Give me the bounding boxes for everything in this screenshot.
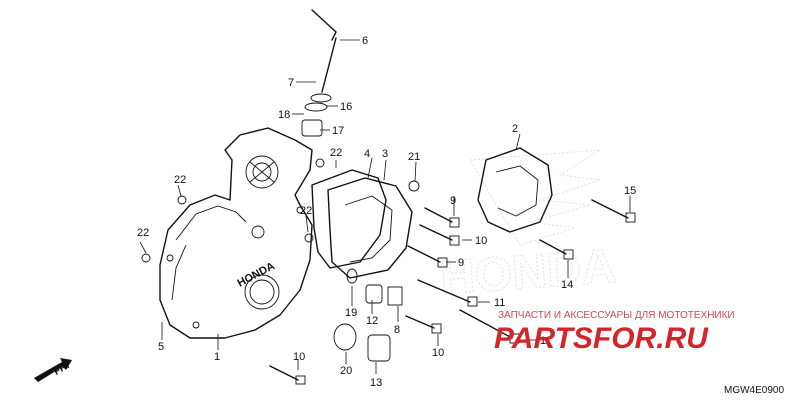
callout-5: 5: [158, 341, 164, 353]
callout-21: 21: [408, 151, 420, 163]
callout-2: 2: [512, 123, 518, 135]
callout-22a: 22: [174, 174, 186, 186]
callout-10a: 10: [475, 235, 487, 247]
callout-leaders: [139, 39, 631, 374]
cover-gasket: [311, 169, 387, 269]
callout-9a: 9: [450, 195, 456, 207]
callout-17: 17: [332, 125, 344, 137]
callout-13: 13: [370, 377, 382, 389]
watermark-tagline: ЗАПЧАСТИ И АКСЕССУАРЫ ДЛЯ МОТОТЕХНИКИ: [498, 310, 735, 321]
callout-11a: 11: [494, 297, 505, 309]
callout-11b: 11: [540, 335, 551, 347]
callout-10b: 10: [432, 347, 444, 359]
svg-text:HONDA: HONDA: [439, 240, 618, 305]
callout-4: 4: [364, 148, 370, 160]
callout-14: 14: [561, 279, 573, 291]
callout-22b: 22: [137, 227, 149, 239]
callout-19: 19: [345, 307, 357, 319]
callout-3: 3: [382, 148, 388, 160]
callout-12: 12: [366, 315, 378, 327]
callout-1: 1: [214, 351, 220, 363]
inner-cover: [327, 177, 413, 279]
callout-20: 20: [340, 365, 352, 377]
shift-shaft: [301, 9, 337, 137]
bolts: [141, 158, 636, 385]
callout-18: 18: [278, 109, 290, 121]
watermark-brand: PARTSFOR.RU: [494, 322, 709, 355]
callout-15: 15: [624, 185, 636, 197]
cover-logo: HONDA: [236, 260, 277, 290]
callout-6: 6: [362, 35, 368, 47]
callout-22c: 22: [330, 147, 342, 159]
callout-7: 7: [288, 77, 294, 89]
watermark: ЗАПЧАСТИ И АКСЕССУАРЫ ДЛЯ МОТОТЕХНИКИ PA…: [494, 310, 735, 355]
oil-filler-cap: [333, 268, 403, 362]
callout-8: 8: [394, 324, 400, 336]
callout-10c: 10: [293, 351, 305, 363]
diagram-code: MGW4E0900: [724, 385, 784, 396]
sprocket-cover: [477, 147, 553, 233]
callout-22d: 22: [300, 205, 312, 217]
front-direction-marker: FR.: [34, 358, 72, 382]
crankcase-cover: HONDA: [159, 127, 313, 339]
callout-9b: 9: [458, 257, 464, 269]
callout-16: 16: [340, 101, 352, 113]
honda-wing-background-logo: HONDA: [438, 149, 618, 306]
callout-labels: 1 2 4 3 5 6 7 8 9 9 10 10 10 11 11 12 13…: [137, 35, 636, 389]
